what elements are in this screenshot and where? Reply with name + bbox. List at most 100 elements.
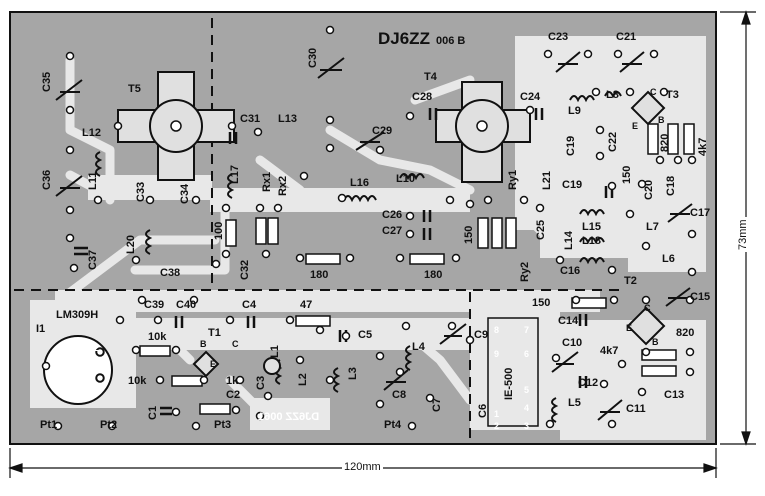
label-C7: C7 [431, 397, 443, 412]
solder-pad [655, 155, 665, 165]
solder-pad [617, 359, 627, 369]
label-L10: L10 [396, 173, 415, 185]
label-C23: C23 [548, 31, 569, 43]
solder-pad [641, 241, 651, 251]
solder-pad [107, 421, 117, 431]
label-R150b: 150 [463, 225, 475, 244]
solder-pad [211, 259, 221, 269]
solder-pad [341, 331, 351, 341]
pin-T3-E: E [632, 121, 639, 131]
label-T5: T5 [128, 83, 141, 95]
label-Pt1: Pt1 [40, 419, 58, 431]
label-C29: C29 [372, 125, 393, 137]
ie500-pin-2: 2 [494, 421, 500, 431]
ic-pin-2: 2 [94, 343, 100, 353]
solder-pad [231, 405, 241, 415]
solder-pad [591, 87, 601, 97]
solder-pad [395, 253, 405, 263]
label-C39: C39 [144, 299, 165, 311]
solder-pad [447, 321, 457, 331]
label-C18: C18 [665, 175, 677, 196]
solder-pad [95, 347, 105, 357]
solder-pad [295, 355, 305, 365]
solder-pad [255, 203, 265, 213]
mirrored-board-marking: DJ6ZZ 0061 [258, 411, 320, 423]
width-dimension-label: 120mm [342, 461, 383, 473]
solder-pad [483, 195, 493, 205]
label-Ry2: Ry2 [519, 261, 531, 282]
label-C1: C1 [147, 405, 159, 420]
label-C40: C40 [176, 299, 197, 311]
ic-pin-3: 3 [104, 361, 110, 371]
solder-pad [41, 361, 51, 371]
label-C32: C32 [239, 259, 251, 280]
solder-pad [375, 351, 385, 361]
solder-pad [65, 105, 75, 115]
solder-pad [325, 115, 335, 125]
solder-pad [315, 325, 325, 335]
solder-pad [625, 87, 635, 97]
solder-pad [525, 105, 535, 115]
solder-pad [465, 199, 475, 209]
solder-pad [375, 399, 385, 409]
solder-pad [325, 25, 335, 35]
solder-pad [583, 49, 593, 59]
solder-pad [595, 151, 605, 161]
solder-pad [637, 179, 647, 189]
solder-pad [641, 347, 651, 357]
label-C31: C31 [240, 113, 261, 125]
solder-pad [221, 203, 231, 213]
label-C8: C8 [392, 389, 407, 401]
solder-pad [65, 145, 75, 155]
solder-pad [261, 249, 271, 259]
solder-pad [53, 421, 63, 431]
label-R150a: 150 [621, 165, 633, 184]
label-C12: C12 [578, 377, 599, 389]
solder-pad [137, 295, 147, 305]
solder-pad [687, 229, 697, 239]
label-C38: C38 [160, 267, 181, 279]
label-C27: C27 [382, 225, 403, 237]
capacitors [74, 108, 614, 416]
solder-pad [641, 295, 651, 305]
label-L7: L7 [646, 221, 659, 233]
solder-pad [685, 347, 695, 357]
label-L15: L15 [582, 221, 601, 233]
label-C19-rot: C19 [565, 135, 577, 156]
label-L17: L17 [229, 165, 241, 184]
solder-pad [649, 49, 659, 59]
solder-pad [687, 155, 697, 165]
label-R180b: 180 [424, 269, 443, 281]
solder-pad [407, 421, 417, 431]
solder-pad [325, 375, 335, 385]
solder-pad [253, 127, 263, 137]
label-L2: L2 [297, 373, 309, 386]
label-Rx2: Rx2 [277, 175, 289, 196]
solder-pad [425, 393, 435, 403]
ic-pin-1: 1 [90, 375, 96, 385]
solder-pad [451, 253, 461, 263]
solder-pad [599, 379, 609, 389]
label-IE500: IE-500 [503, 367, 515, 400]
label-C15: C15 [690, 291, 711, 303]
pin-T3-B: B [658, 115, 665, 125]
ie500-pin-1: 1 [494, 409, 500, 419]
solder-pad [555, 255, 565, 265]
solder-pad [613, 49, 623, 59]
ie500-pin-4: 4 [524, 403, 530, 413]
solder-pad [345, 253, 355, 263]
label-C3: C3 [255, 375, 267, 390]
label-Ry1: Ry1 [507, 169, 519, 190]
label-C10: C10 [562, 337, 583, 349]
ie500-module [487, 317, 539, 427]
solder-pad [285, 315, 295, 325]
solder-pad [551, 353, 561, 363]
solder-pad [263, 391, 273, 401]
solder-pad [659, 87, 669, 97]
label-C11: C11 [626, 403, 646, 415]
solder-pad [65, 205, 75, 215]
solder-pad [685, 295, 695, 305]
ie500-pin-7: 7 [524, 325, 530, 335]
solder-pad [255, 411, 265, 421]
transformer-T5 [117, 71, 235, 181]
